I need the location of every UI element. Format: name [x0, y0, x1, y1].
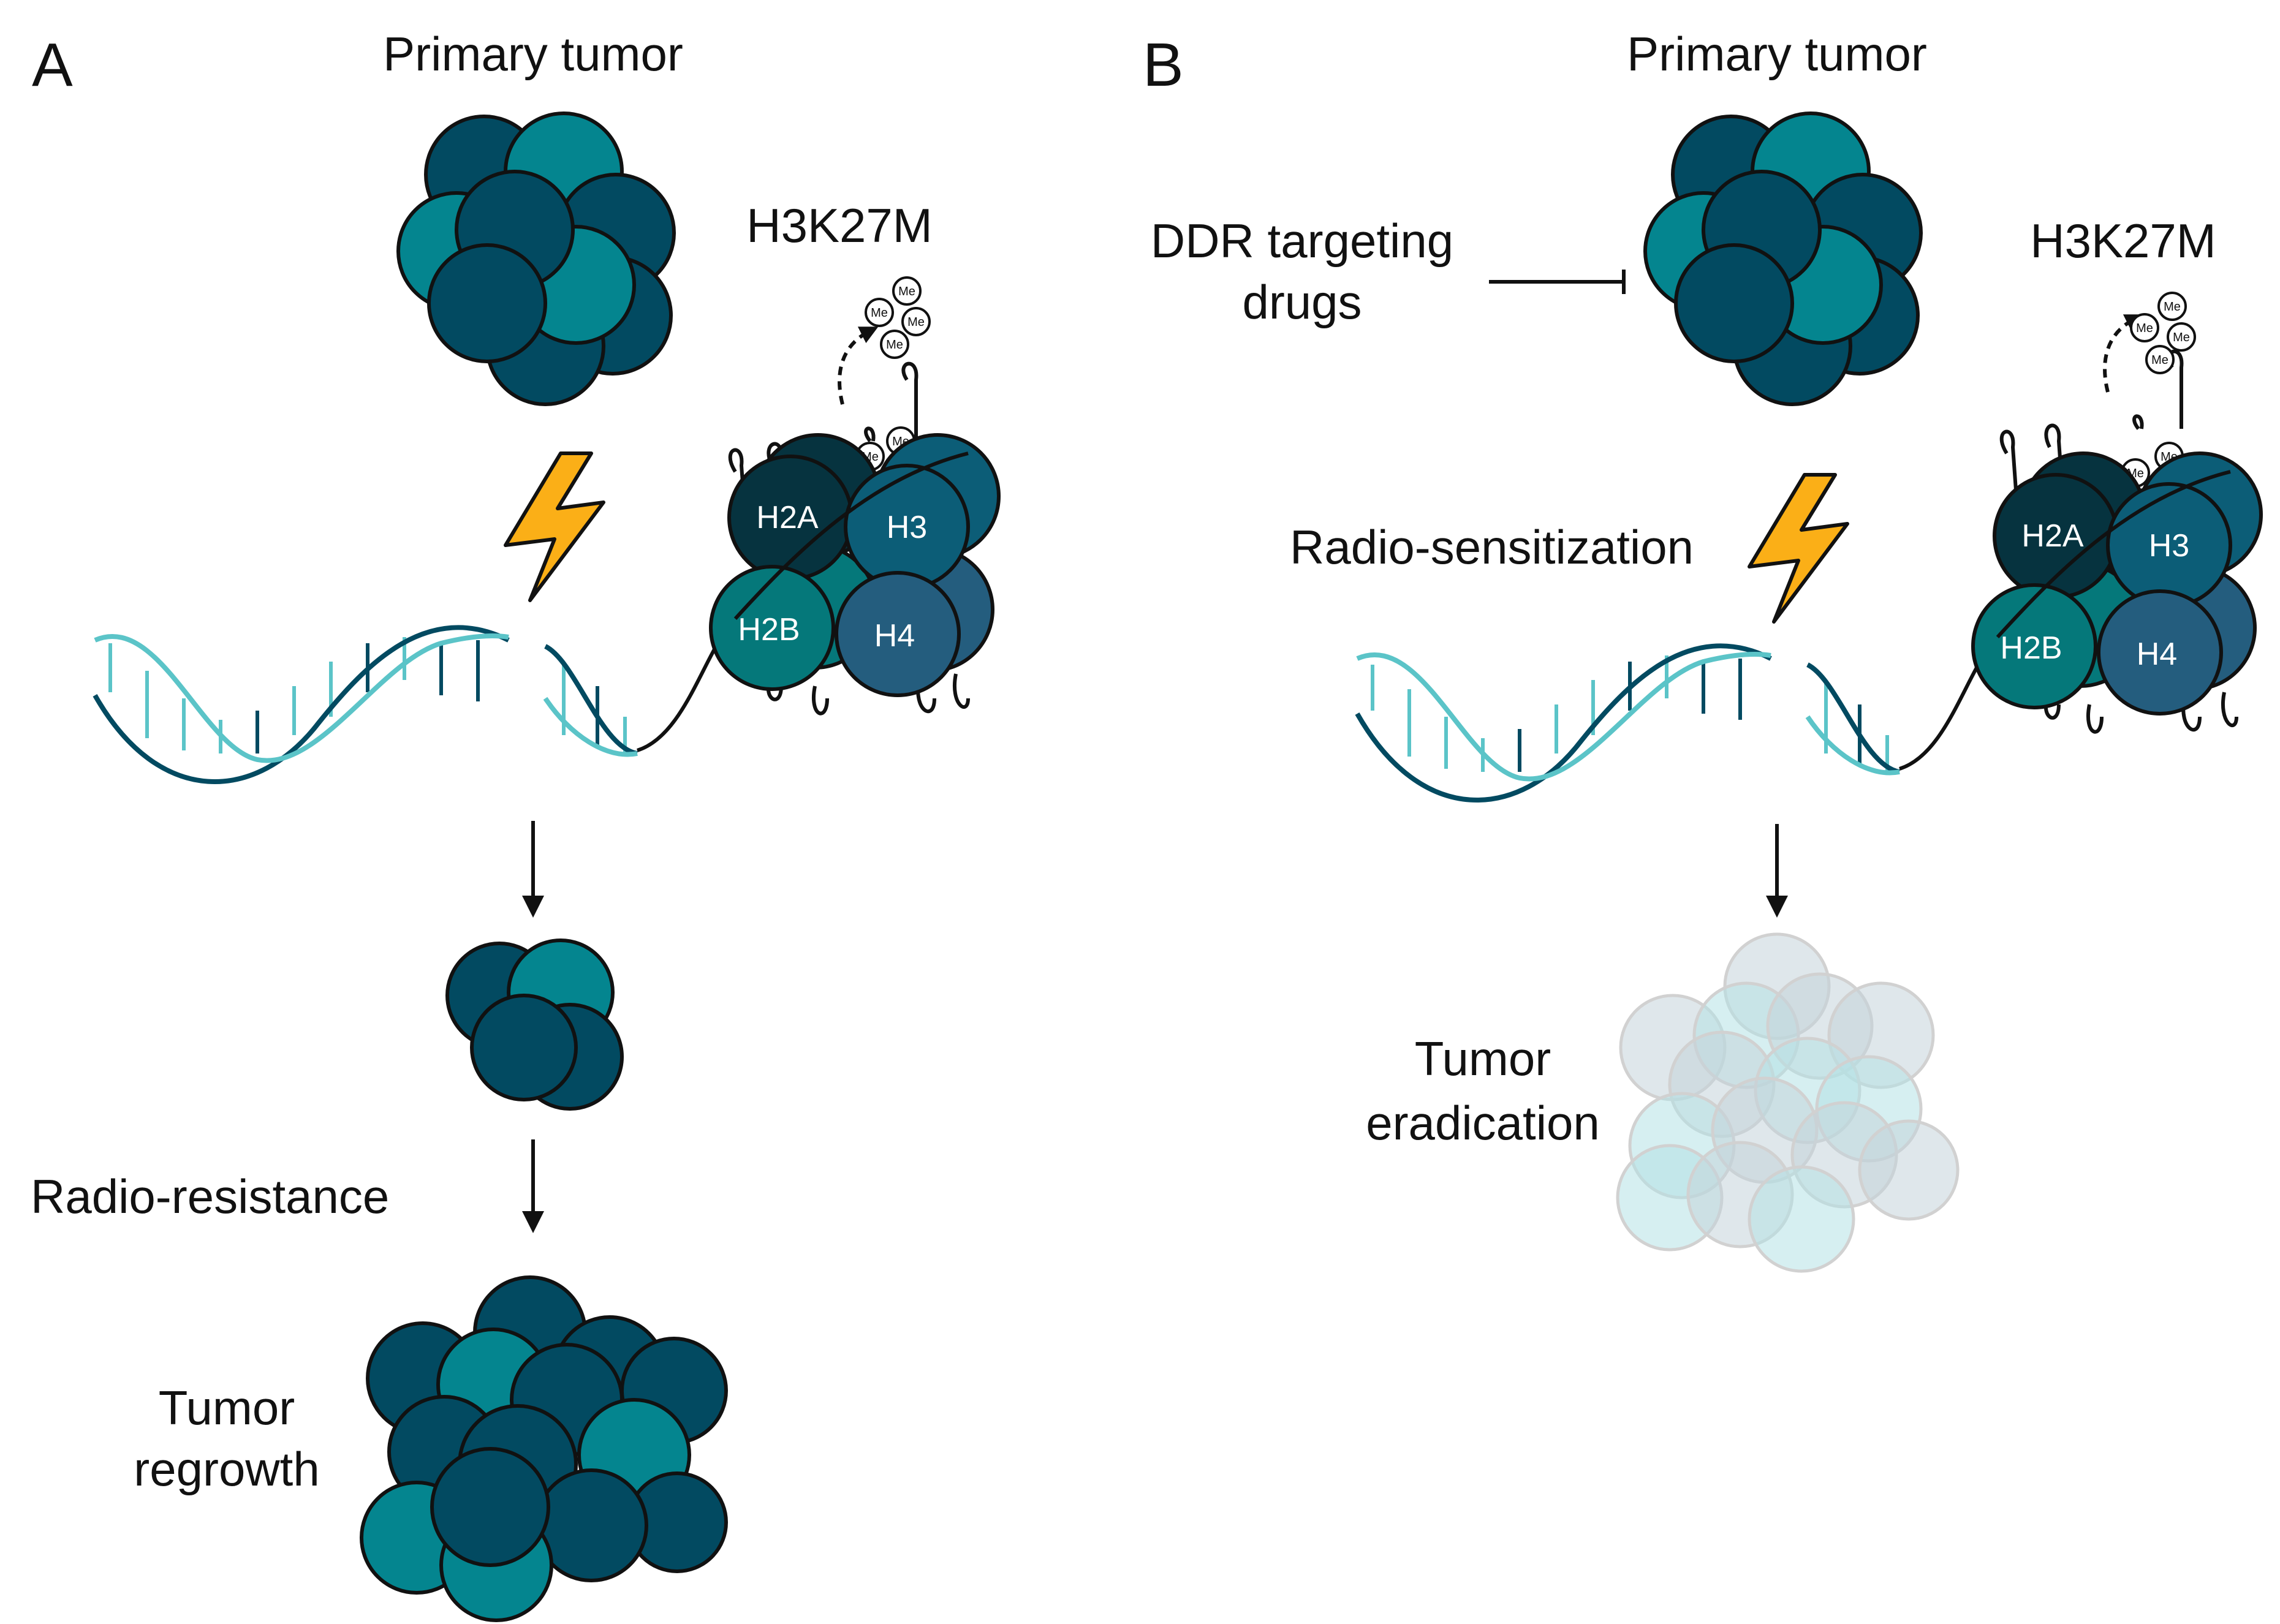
panel-b-drug-line2: drugs [1242, 275, 1362, 329]
panel-b-nucleosome: Me Me Me Me Me Me H2A H3 H2B H4 [1971, 292, 2263, 734]
panel-a-resistance-label: Radio-resistance [31, 1169, 389, 1223]
panel-b-drug-line1: DDR targeting [1151, 214, 1453, 268]
panel-a-lightning-icon [506, 453, 604, 600]
panel-b-lightning-icon [1749, 475, 1847, 622]
panel-a-regrowth-tumor-icon [362, 1277, 726, 1620]
histone-h2b-label: H2B [2000, 630, 2062, 666]
methyl-label: Me [871, 306, 888, 320]
panel-b: B Primary tumor DDR targeting drugs H3K2… [1143, 27, 2263, 1273]
panel-a-nucleosome: Me Me Me Me Me Me H2A H3 H2B H4 [709, 276, 1001, 716]
methyl-label: Me [2173, 331, 2190, 344]
methyl-label: Me [2164, 300, 2181, 314]
panel-b-letter: B [1143, 31, 1184, 99]
panel-a-outcome-line1: Tumor [159, 1381, 295, 1435]
panel-b-primary-tumor-icon [1645, 113, 1921, 404]
histone-h3-label: H3 [887, 510, 927, 545]
panel-a-small-tumor-icon [447, 940, 622, 1109]
panel-a: A Primary tumor H3K27M [31, 27, 1001, 1620]
panel-a-primary-tumor-label: Primary tumor [383, 27, 683, 81]
panel-b-dna-helix-icon [1355, 635, 1999, 803]
panel-a-mutation-label: H3K27M [746, 198, 932, 252]
panel-b-primary-tumor-label: Primary tumor [1627, 27, 1927, 81]
histone-h2a-label: H2A [756, 500, 818, 535]
panel-b-outcome-line1: Tumor [1415, 1032, 1551, 1086]
panel-a-letter: A [32, 31, 73, 99]
panel-b-sensitization-label: Radio-sensitization [1290, 520, 1694, 574]
panel-a-dna-helix-icon [93, 617, 737, 784]
panel-b-mutation-label: H3K27M [2030, 214, 2216, 268]
panel-b-inhibition-arrow [1489, 270, 1626, 294]
panel-a-primary-tumor-icon [398, 113, 674, 404]
histone-h3-label: H3 [2149, 528, 2189, 564]
methyl-label: Me [2151, 353, 2168, 367]
histone-h2a-label: H2A [2021, 518, 2083, 554]
methyl-label: Me [2136, 322, 2153, 335]
methyl-label: Me [886, 338, 903, 352]
panel-b-eradicated-tumor-icon [1616, 932, 1960, 1273]
histone-h4-label: H4 [2137, 636, 2177, 672]
methyl-label: Me [898, 285, 915, 298]
panel-a-outcome-line2: regrowth [134, 1442, 319, 1496]
methyl-label: Me [907, 315, 925, 329]
panel-b-outcome-line2: eradication [1366, 1096, 1600, 1150]
histone-h2b-label: H2B [738, 612, 800, 648]
histone-h4-label: H4 [874, 618, 915, 654]
